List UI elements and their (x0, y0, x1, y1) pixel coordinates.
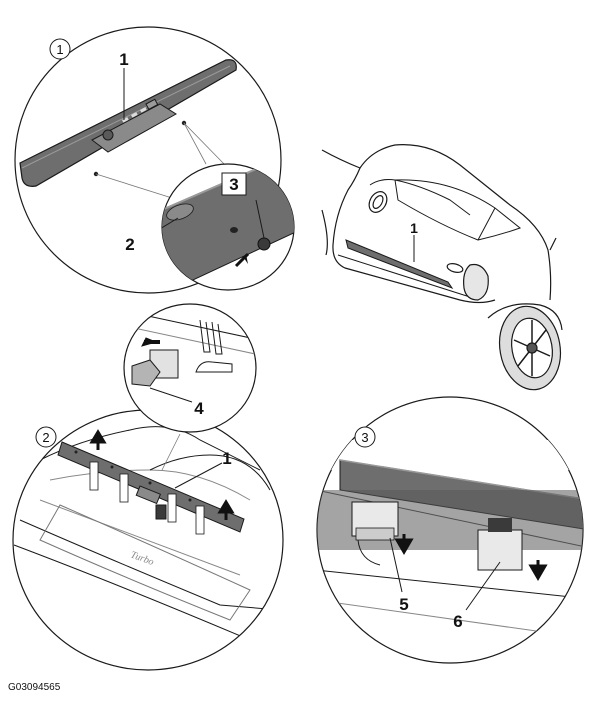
car-roof-line (321, 144, 552, 301)
step-number: 2 (42, 430, 49, 445)
callout-3-box (221, 172, 247, 196)
lift-arrow-right (217, 499, 235, 520)
callout-4-panel2: 4 (194, 399, 204, 418)
callout-1-panel2: 1 (222, 449, 231, 468)
car-view (321, 144, 563, 391)
connector-6 (477, 529, 523, 571)
panel-2: Turbo (12, 303, 284, 671)
panel-1 (14, 26, 295, 294)
figure-code: G03094565 (8, 682, 61, 693)
callout-1-car: 1 (410, 220, 418, 236)
callout-5-panel3: 5 (399, 595, 408, 614)
step-badge-2: 2 (35, 426, 57, 448)
lift-arrow-left (89, 429, 107, 450)
step-badge-3: 3 (354, 426, 376, 448)
step-badge-1: 1 (49, 38, 71, 60)
callout-6-panel3: 6 (453, 612, 462, 631)
callout-1-panel1: 1 (119, 50, 128, 69)
car-sill-strip (345, 239, 454, 290)
callout-3-panel1: 3 (229, 175, 238, 194)
panel-2-detail-frame (123, 303, 257, 433)
panel-3 (316, 396, 584, 664)
step-number: 1 (56, 42, 63, 57)
callout-2-panel1: 2 (125, 235, 134, 254)
step-number: 3 (361, 430, 368, 445)
car-wheel (487, 303, 563, 391)
